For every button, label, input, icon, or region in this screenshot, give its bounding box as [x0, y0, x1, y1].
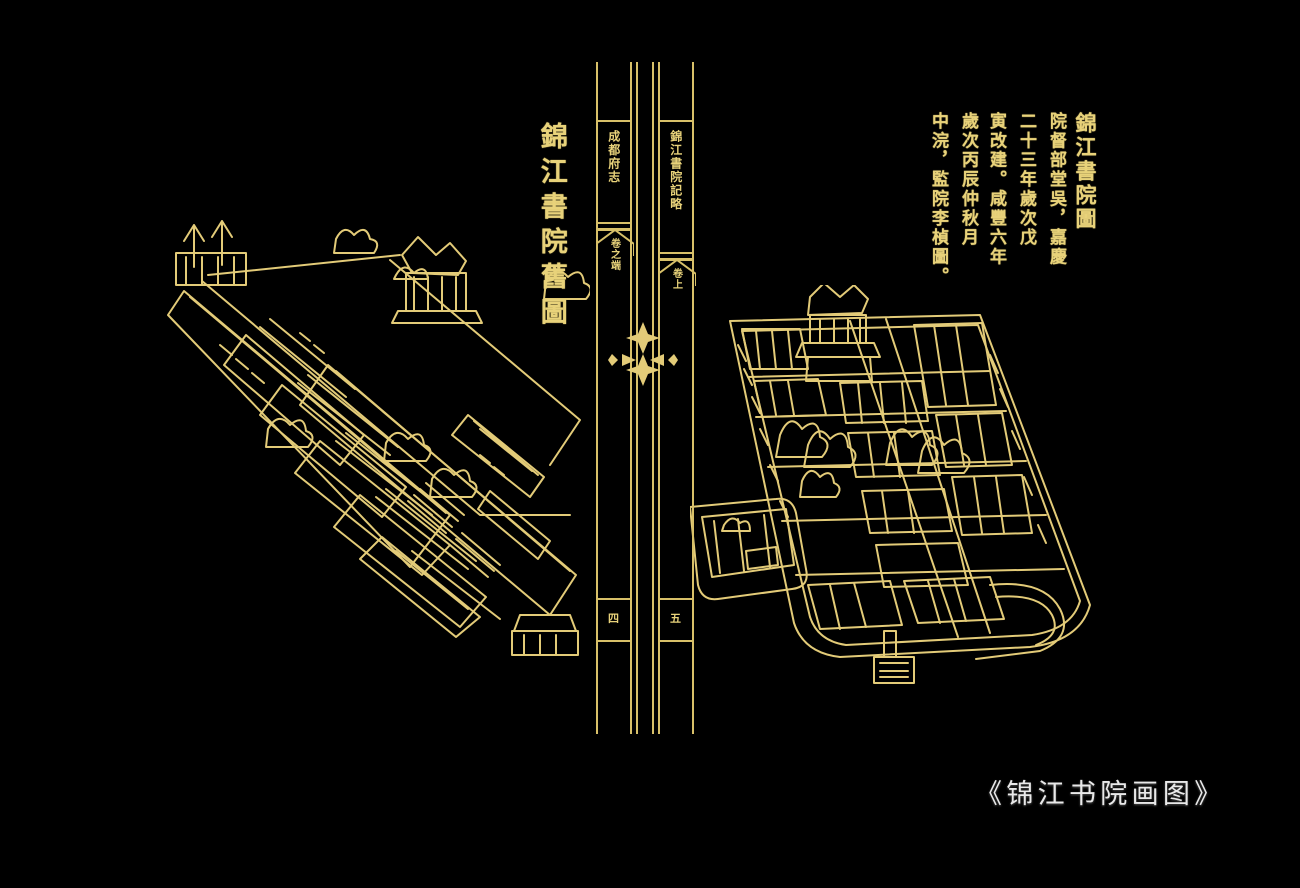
spine-rule — [658, 598, 694, 600]
fishtail-ornament-right — [658, 258, 696, 286]
center-ornament-icon — [608, 322, 678, 386]
fishtail-ornament-left — [596, 228, 634, 256]
inscription-line-5: 歲次丙辰仲秋月 — [958, 112, 978, 248]
spine-rule — [658, 252, 694, 254]
spine-rule — [658, 120, 694, 122]
spine-left-page-number: 四 — [608, 612, 619, 625]
right-plate-inscription: 錦江書院圖 院督部堂吳，嘉慶 二十三年歲次戊 寅改建。咸豐六年 歲次丙辰仲秋月 … — [918, 112, 1098, 352]
inscription-title: 錦江書院圖 — [1073, 112, 1097, 232]
spine-right-volume: 卷上 — [670, 268, 682, 290]
spine-right-header: 錦江書院記略 — [668, 130, 683, 211]
spine-right-page-number: 五 — [670, 612, 681, 625]
spine-rule — [596, 62, 598, 734]
spine-rule — [630, 62, 632, 734]
inscription-line-4: 寅改建。咸豐六年 — [986, 112, 1006, 268]
spine-rule — [658, 640, 694, 642]
spine-rule — [692, 62, 694, 734]
spine-rule — [596, 640, 632, 642]
spine-left-volume: 卷之端 — [608, 238, 620, 271]
spine-rule — [658, 62, 660, 734]
inscription-line-3: 二十三年歲次戊 — [1016, 112, 1036, 248]
spine-rule — [596, 222, 632, 224]
inscription-line-6: 中浣，監院李楨圖。 — [928, 112, 948, 287]
left-plate-title: 錦江書院舊圖 — [535, 122, 567, 333]
spine-rule — [596, 120, 632, 122]
book-spine-columns: 成都府志 卷之端 四 錦江書院記略 卷上 五 — [592, 62, 698, 742]
spine-rule — [652, 62, 654, 734]
figure-caption: 《锦江书院画图》 — [975, 779, 1226, 810]
spine-rule — [636, 62, 638, 734]
spine-left-header: 成都府志 — [606, 130, 621, 184]
spine-rule — [596, 598, 632, 600]
right-academy-illustration — [690, 285, 1120, 685]
inscription-line-2: 院督部堂吳，嘉慶 — [1046, 112, 1066, 268]
left-academy-illustration — [150, 215, 590, 665]
